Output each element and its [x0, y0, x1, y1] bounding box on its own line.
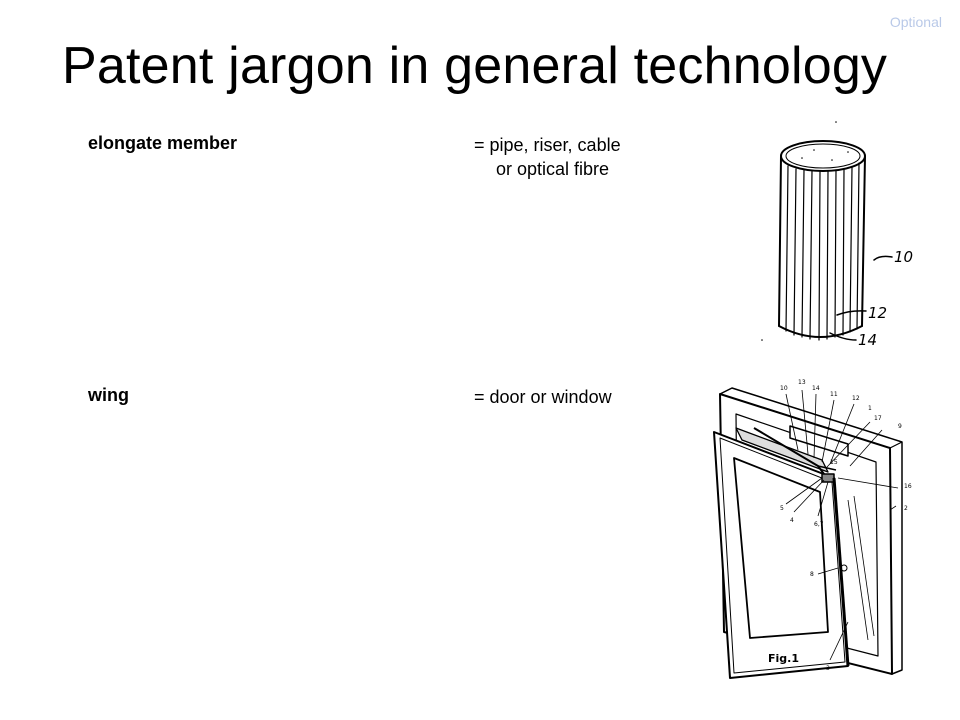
definition-elongate-member: = pipe, riser, cable or optical fibre	[474, 133, 621, 181]
reference-label: 1	[868, 405, 872, 412]
reference-label: 4	[790, 517, 794, 524]
reference-label: 16	[904, 483, 912, 490]
fluted-cylinder-drawing-icon: 10 12 14	[761, 121, 913, 349]
reference-label: 9	[898, 423, 902, 430]
reference-label: 8	[810, 571, 814, 578]
reference-label: 11	[830, 391, 838, 398]
reference-label: 5	[780, 505, 784, 512]
reference-label: 17	[874, 415, 882, 422]
definition-line: or optical fibre	[496, 159, 610, 179]
reference-label: 2	[904, 505, 908, 512]
reference-label: 6,7	[814, 521, 824, 528]
reference-label: 14	[858, 331, 877, 349]
definition-wing: = door or window	[474, 385, 612, 409]
figure-caption: Fig.1	[768, 652, 799, 665]
reference-label: 10	[780, 385, 788, 392]
reference-label: 12	[852, 395, 860, 402]
reference-label: 13	[798, 379, 806, 386]
definition-line: = door or window	[474, 387, 612, 407]
term-wing: wing	[88, 385, 129, 405]
definition-line: = pipe, riser, cable	[474, 135, 621, 155]
reference-label: 15	[830, 459, 838, 466]
term-elongate-member: elongate member	[88, 133, 238, 153]
reference-label: 3	[826, 665, 830, 672]
optional-tag: Optional	[889, 14, 942, 30]
page-title: Patent jargon in general technology	[62, 37, 888, 95]
tilt-window-drawing-icon: 10 13 14 11 12 1 17 9 15 16 2 5 4 6,7 8 …	[713, 379, 912, 679]
reference-label: 14	[812, 385, 820, 392]
reference-label: 10	[894, 248, 913, 266]
reference-label: 12	[868, 304, 887, 322]
